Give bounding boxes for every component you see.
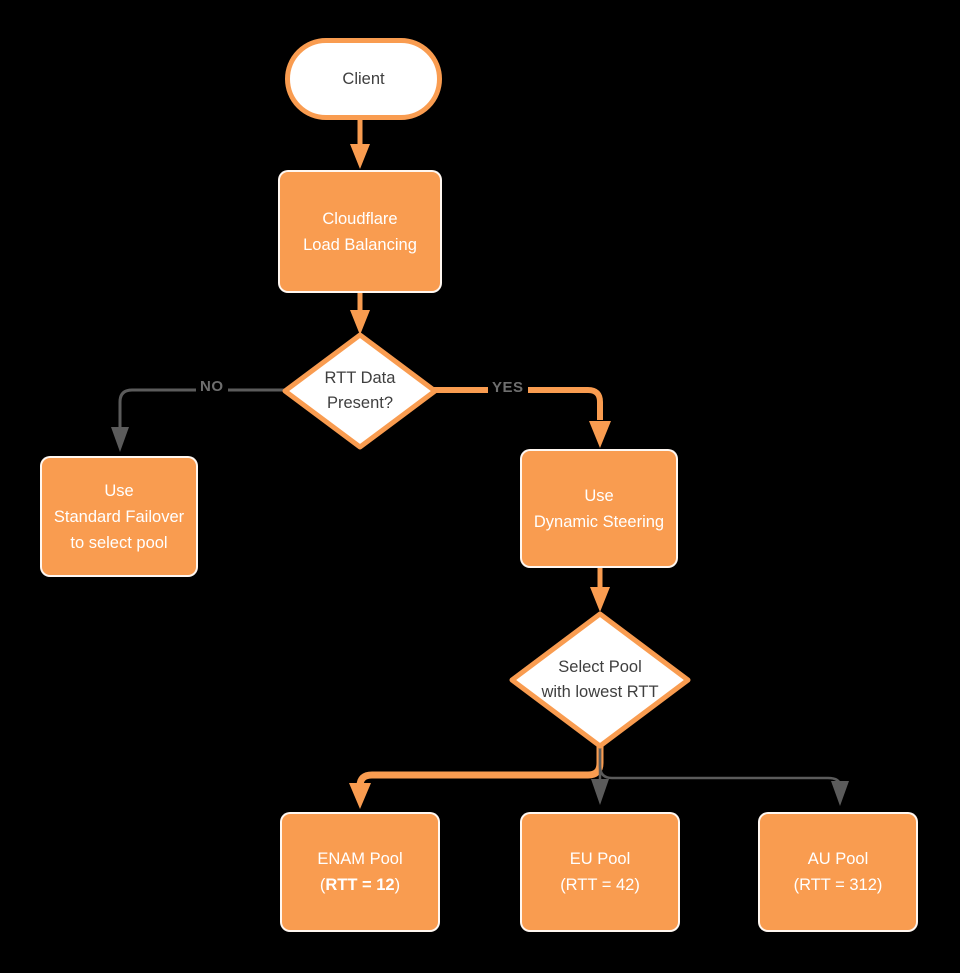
edge-dynamic-steering-to-select-pool (590, 568, 610, 612)
au-pool-line1: AU Pool (807, 850, 869, 868)
enam-paren-open: ( (319, 876, 326, 894)
rtt-decision-label: RTT Data Present? (300, 352, 420, 430)
client-label: Client (342, 70, 385, 88)
standard-failover-line3: to select pool (70, 533, 168, 552)
arrow-down-icon (831, 781, 849, 806)
dynamic-steering-line2: Dynamic Steering (533, 512, 665, 531)
edge-yes-to-dynamic-steering (434, 387, 611, 448)
enam-pool-line1: ENAM Pool (317, 850, 403, 868)
enam-pool-line2: (RTT = 12) (320, 872, 400, 898)
load-balancer-label-line1: Cloudflare (322, 209, 398, 228)
standard-failover-node: Use Standard Failover to select pool (40, 456, 198, 577)
edge-loadbalancer-to-rtt-decision (350, 293, 370, 335)
select-pool-line1: Select Pool (558, 658, 642, 676)
arrow-down-icon (591, 779, 609, 805)
arrow-down-icon (111, 427, 129, 452)
arrow-down-icon (350, 144, 370, 169)
select-pool-diamond (509, 611, 691, 749)
arrow-down-icon (589, 421, 611, 448)
enam-pool-node: ENAM Pool (RTT = 12) (280, 812, 440, 932)
select-pool-label: Select Pool with lowest RTT (520, 640, 680, 720)
arrow-down-icon (349, 783, 371, 809)
rtt-decision-line2: Present? (326, 394, 394, 412)
au-pool-line2: (RTT = 312) (793, 876, 883, 894)
edge-no-to-standard-failover (111, 388, 286, 452)
arrow-down-icon (350, 310, 370, 335)
select-pool-line2: with lowest RTT (541, 683, 659, 701)
dynamic-steering-line1: Use (584, 486, 614, 505)
arrow-down-icon (590, 587, 610, 612)
load-balancer-label-line2: Load Balancing (303, 235, 417, 254)
standard-failover-line1: Use (104, 481, 134, 500)
rtt-decision-line1: RTT Data (324, 369, 396, 387)
standard-failover-line2: Standard Failover (53, 507, 185, 526)
enam-paren-close: ) (394, 876, 401, 894)
au-pool-node: AU Pool (RTT = 312) (758, 812, 918, 932)
edge-label-no: NO (196, 378, 228, 395)
edge-client-to-loadbalancer (350, 120, 370, 169)
eu-pool-line2: (RTT = 42) (560, 876, 640, 894)
client-node: Client (285, 38, 442, 120)
edge-label-yes: YES (488, 379, 528, 396)
eu-pool-line1: EU Pool (569, 850, 631, 868)
eu-pool-node: EU Pool (RTT = 42) (520, 812, 680, 932)
rtt-decision-diamond (282, 332, 438, 450)
edge-select-pool-to-enam (349, 746, 604, 809)
load-balancer-node: Cloudflare Load Balancing (278, 170, 442, 293)
dynamic-steering-node: Use Dynamic Steering (520, 449, 678, 568)
enam-rtt-value: RTT = 12 (325, 876, 395, 894)
edge-select-pool-to-au (598, 746, 849, 806)
